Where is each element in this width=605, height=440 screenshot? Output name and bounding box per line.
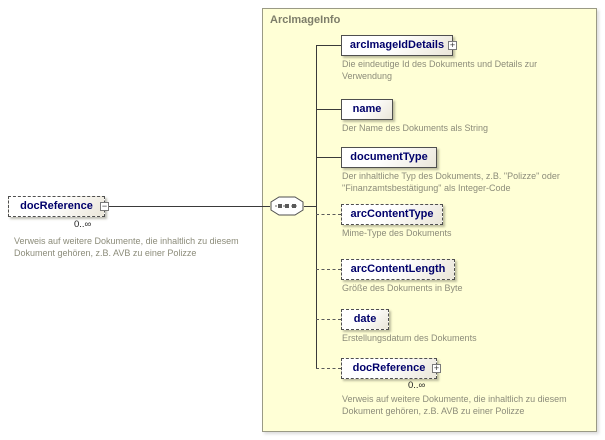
- element-documenttype[interactable]: documentType: [341, 147, 437, 168]
- element-label: documentType: [350, 151, 428, 163]
- element-label: arcImageIdDetails: [349, 39, 445, 51]
- element-label: arcContentLength: [350, 263, 446, 275]
- branch-line: [316, 45, 341, 46]
- sequence-out-line: [304, 206, 316, 207]
- element-label: name: [352, 103, 382, 115]
- annotation: Der Name des Dokuments als String: [342, 123, 489, 133]
- complex-type-title: ArcImageInfo: [270, 14, 341, 26]
- annotation: Der inhaltliche Typ des Dokuments, z.B. …: [342, 171, 560, 193]
- element-docreference-child[interactable]: docReference +: [341, 358, 441, 379]
- element-label: date: [353, 313, 377, 325]
- element-docreference-root[interactable]: docReference −: [8, 196, 109, 217]
- annotation-root: Verweis auf weitere Dokumente, die inhal…: [14, 236, 239, 258]
- sequence-icon[interactable]: [270, 196, 304, 216]
- branch-trunk-line: [316, 45, 317, 368]
- branch-line: [316, 319, 341, 320]
- element-arcimageiddetails[interactable]: arcImageIdDetails +: [341, 35, 457, 56]
- collapse-icon[interactable]: −: [100, 201, 109, 211]
- annotation: Größe des Dokuments in Byte: [342, 283, 463, 293]
- branch-line: [316, 269, 341, 270]
- annotation: Mime-Type des Dokuments: [342, 228, 452, 238]
- branch-line: [316, 214, 341, 215]
- cardinality: 0..∞: [408, 380, 426, 391]
- element-label: arcContentType: [350, 208, 434, 220]
- branch-line: [316, 368, 341, 369]
- annotation: Die eindeutige Id des Dokuments und Deta…: [342, 59, 538, 81]
- element-label: docReference: [352, 362, 426, 374]
- cardinality-root: 0..∞: [74, 219, 92, 230]
- annotation: Erstellungsdatum des Dokuments: [342, 333, 477, 343]
- expand-icon[interactable]: +: [432, 363, 441, 373]
- root-connector-line: [105, 206, 270, 207]
- element-date[interactable]: date: [341, 309, 389, 330]
- annotation: Verweis auf weitere Dokumente, die inhal…: [342, 394, 567, 416]
- element-arccontenttype[interactable]: arcContentType: [341, 204, 443, 225]
- element-arccontentlength[interactable]: arcContentLength: [341, 259, 455, 280]
- expand-icon[interactable]: +: [448, 40, 457, 50]
- element-label: docReference: [20, 200, 93, 212]
- branch-line: [316, 109, 341, 110]
- branch-line: [316, 157, 341, 158]
- element-name[interactable]: name: [341, 99, 393, 120]
